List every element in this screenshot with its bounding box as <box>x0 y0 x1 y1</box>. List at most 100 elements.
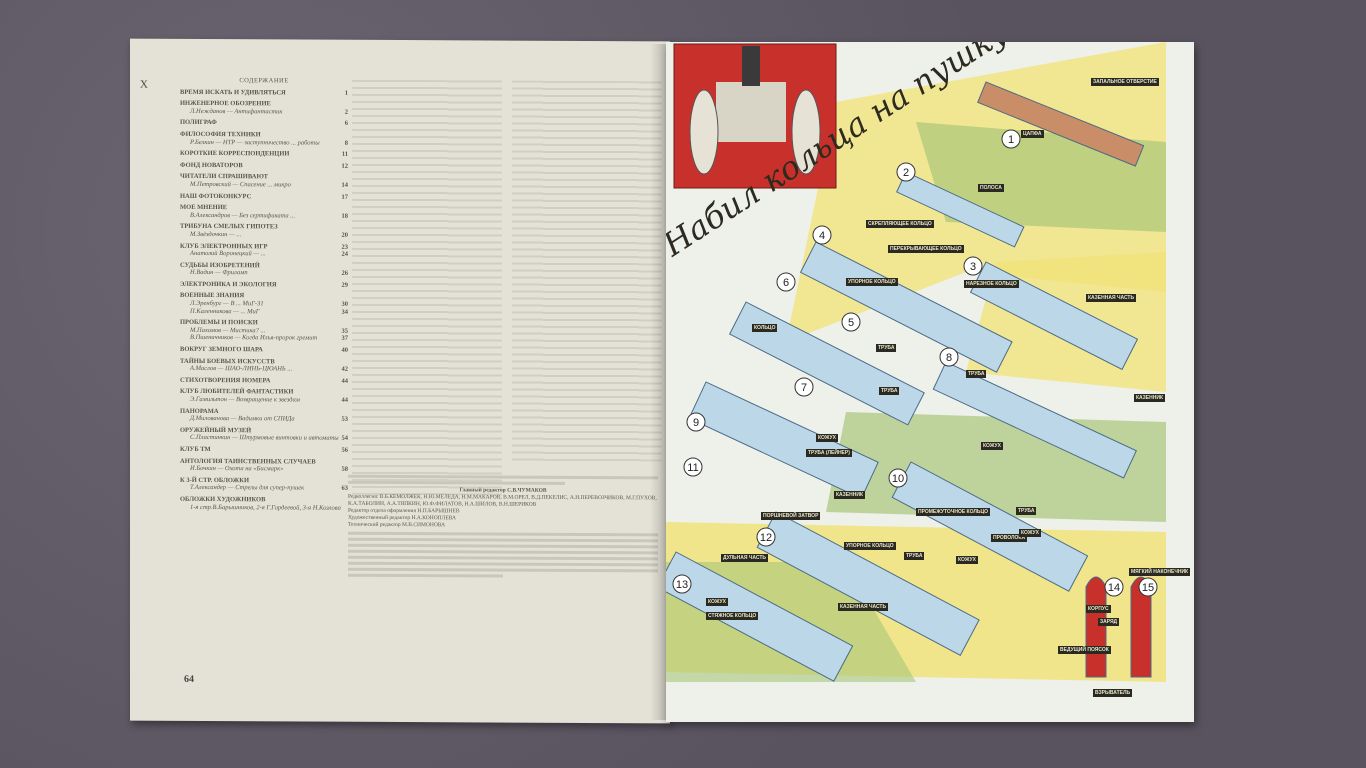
toc-section-title: ВОКРУГ ЗЕМНОГО ШАРА <box>180 345 263 354</box>
masthead: Главный редактор С.В.ЧУМАКОВ Редколлегия… <box>348 472 658 582</box>
toc-page: 1 <box>344 89 348 97</box>
toc-page: 44 <box>341 377 349 385</box>
toc-section: ФОНД НОВАТОРОВ 12 <box>180 162 348 170</box>
toc-section: КОРОТКИЕ КОРРЕСПОНДЕНЦИИ 11 <box>180 150 348 158</box>
toc-page: 2 <box>344 108 348 116</box>
toc-item: А.Маслов — ШАО-ЛИНЬ-ЦЮАНЬ ... 42 <box>180 365 348 373</box>
toc-page: 20 <box>341 231 349 239</box>
diagram-label: ТРУБА <box>879 387 900 395</box>
toc-page: 17 <box>341 193 349 201</box>
diagram-label: УПОРНОЕ КОЛЬЦО <box>846 278 898 286</box>
diagram-label: ПОЛОСА <box>978 184 1004 192</box>
diagram-label: КОЖУХ <box>816 434 838 442</box>
toc-item-title: В.Александров — Без сертификата ... <box>190 211 296 220</box>
diagram-label: ПОРШНЕВОЙ ЗАТВОР <box>761 512 821 520</box>
toc-page: 42 <box>341 365 349 373</box>
toc-section-title: КОРОТКИЕ КОРРЕСПОНДЕНЦИИ <box>180 150 290 158</box>
diagram-label: КОЖУХ <box>981 442 1003 450</box>
toc-item-title: Д.Милованова — Вадимки от СПИДа <box>190 415 295 423</box>
toc-page: 12 <box>341 162 349 170</box>
toc-item: В.Александров — Без сертификата ... 18 <box>180 212 348 220</box>
toc-item-title: М.Звёздочкин — ... <box>190 230 242 239</box>
toc-page: 30 <box>341 300 349 308</box>
toc-item: М.Петровский — Спасение ... микро 14 <box>180 181 348 189</box>
toc-page: 24 <box>341 250 349 258</box>
diagram-label: КАЗЕННАЯ ЧАСТЬ <box>1086 294 1137 302</box>
toc-page: 14 <box>341 181 349 189</box>
toc-item: Э.Гамильтон — Возвращение к звездам 44 <box>180 396 348 404</box>
page-number: 64 <box>184 673 194 685</box>
toc-heading: СОДЕРЖАНИЕ <box>239 77 289 85</box>
diagram-label: КАЗЕННИК <box>1134 394 1165 402</box>
toc-item: П.Каленникова — ... МиГ 34 <box>180 308 348 316</box>
diagram-label: ЦАПФА <box>1021 130 1044 138</box>
diagram-label: ТРУБА (ЛЕЙНЕР) <box>806 449 852 457</box>
toc-item: С.Пластинкин — Штурмовые винтовки и авто… <box>180 434 348 442</box>
toc-section-title: НАШ ФОТОКОНКУРС <box>180 192 252 200</box>
toc-page: 29 <box>341 281 349 289</box>
toc-item: Л.Нежданов — Антифантастик 2 <box>180 108 348 116</box>
diagram-label: ДУЛЬНАЯ ЧАСТЬ <box>721 554 768 562</box>
toc-item-title: Р.Белкин — НТР — заступничество ... рабо… <box>190 138 320 147</box>
diagram-label: ВЗРЫВАТЕЛЬ <box>1093 689 1133 697</box>
book-gutter <box>650 44 666 720</box>
toc-section-title: СТИХОТВОРЕНИЯ НОМЕРА <box>180 376 271 385</box>
toc-section-title: ФОНД НОВАТОРОВ <box>180 161 243 169</box>
diagram-label: КАЗЕННАЯ ЧАСТЬ <box>838 603 889 611</box>
diagram-label: ТРУБА <box>876 344 897 352</box>
toc-section: НАШ ФОТОКОНКУРС 17 <box>180 192 348 200</box>
toc-page: 56 <box>341 446 349 454</box>
toc-page: 18 <box>341 212 349 220</box>
toc-item: Р.Белкин — НТР — заступничество ... рабо… <box>180 138 348 146</box>
toc-page: 6 <box>344 120 348 128</box>
right-page: Набил кольца на пушку туго ЦАПФАЗАПАЛЬНО… <box>666 42 1194 722</box>
toc-item-title: И.Бочкин — Охота на «Бисмарк» <box>190 465 284 473</box>
toc-page: 11 <box>341 150 348 158</box>
diagram-label: КОЖУХ <box>956 556 978 564</box>
toc-item-title: М.Петровский — Спасение ... микро <box>190 180 291 189</box>
toc-page: 26 <box>341 269 349 278</box>
diagram-label: КОРПУС <box>1086 605 1111 613</box>
toc-section-title: КЛУБ ТМ <box>180 445 211 453</box>
toc-page: 34 <box>341 308 349 316</box>
toc-item: М.Звёздочкин — ... 20 <box>180 231 348 239</box>
diagram-label: СКРЕПЛЯЮЩЕЕ КОЛЬЦО <box>866 220 934 228</box>
toc-page: 37 <box>341 335 349 343</box>
toc-item: 1-я стр.В.Барышников, 2-я Г.Гордеевой, 3… <box>180 503 348 511</box>
toc-item-title: Н.Вадин — Фриламп <box>190 269 248 277</box>
toc-item-title: П.Каленникова — ... МиГ <box>190 307 260 315</box>
toc-page: 54 <box>341 435 349 443</box>
toc-section: СТИХОТВОРЕНИЯ НОМЕРА 44 <box>180 377 348 385</box>
diagram-label: ТРУБА <box>1016 507 1037 515</box>
diagram-label: КОЛЬЦО <box>752 324 778 332</box>
text-column <box>352 79 502 496</box>
toc-section-title: ПАНОРАМА <box>180 407 219 415</box>
toc-section-title: ПОЛИГРАФ <box>180 119 217 127</box>
toc-page: 44 <box>341 396 349 404</box>
diagram-label: ЗАПАЛЬНОЕ ОТВЕРСТИЕ <box>1091 78 1159 86</box>
toc-item-title: Анатолий Воронецкий — ... <box>190 249 266 258</box>
diagram-label: ПЕРЕКРЫВАЮЩЕЕ КОЛЬЦО <box>888 245 964 253</box>
toc-item-title: Т.Александер — Стрелы для супер-пушек <box>190 484 305 492</box>
diagram-label: КОЖУХ <box>1019 529 1041 537</box>
diagram-label: МЯГКИЙ НАКОНЕЧНИК <box>1129 568 1191 576</box>
toc-item-title: А.Маслов — ШАО-ЛИНЬ-ЦЮАНЬ ... <box>190 365 293 373</box>
diagram-label: КАЗЕННИК <box>834 491 865 499</box>
toc-page: 8 <box>344 139 348 147</box>
diagram-label: ВЕДУЩИЙ ПОЯСОК <box>1058 646 1111 654</box>
text-column <box>512 80 662 462</box>
toc-item-title: В.Пшеничников — Когда Илья-пророк гремит <box>190 334 318 343</box>
diagram-label: ЗАРЯД <box>1098 618 1120 626</box>
tech-editor: Технический редактор М.В.СИМОНОВА <box>348 521 446 529</box>
toc-item-title: Э.Гамильтон — Возвращение к звездам <box>190 395 300 404</box>
toc-section: ПОЛИГРАФ 6 <box>180 119 348 127</box>
toc-item: Анатолий Воронецкий — ... 24 <box>180 250 348 258</box>
toc-item-title: Л.Нежданов — Антифантастик <box>190 107 283 116</box>
margin-mark: Х <box>140 78 148 91</box>
diagram-label: УПОРНОЕ КОЛЬЦО <box>844 542 896 550</box>
diagram-label: ПРОВОЛОКА <box>991 534 1028 542</box>
